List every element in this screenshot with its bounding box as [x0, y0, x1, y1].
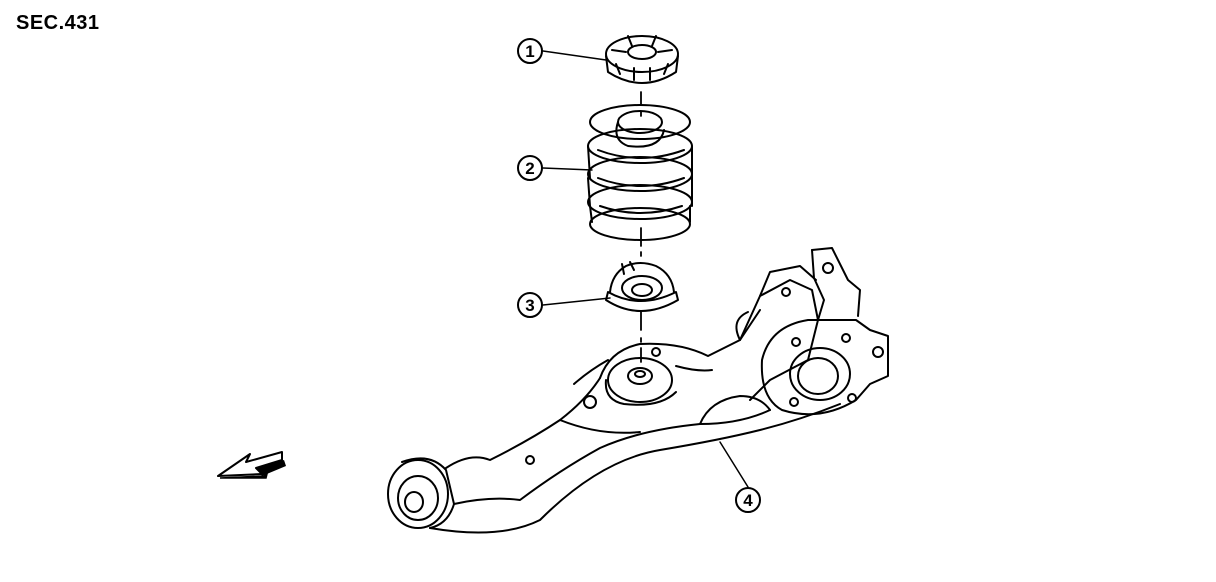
callout-label-3: 3: [525, 296, 534, 315]
callout-1: 1: [517, 38, 543, 64]
section-code: SEC.431: [16, 12, 100, 34]
callout-2: 2: [517, 155, 543, 181]
callout-3: 3: [517, 292, 543, 318]
front-arrow-icon: [217, 451, 286, 479]
leader-line-2: [542, 167, 593, 171]
upper-spring-seat: [605, 35, 679, 84]
leader-line-3: [542, 297, 611, 306]
callout-4: 4: [735, 487, 761, 513]
leader-line-4: [719, 441, 749, 488]
lower-link: [387, 247, 889, 534]
callout-label-1: 1: [525, 42, 534, 61]
callout-label-4: 4: [743, 491, 753, 510]
leader-line-1: [542, 50, 607, 61]
lower-spring-seat: [605, 261, 679, 312]
coil-spring: [587, 104, 693, 241]
callout-label-2: 2: [525, 159, 534, 178]
